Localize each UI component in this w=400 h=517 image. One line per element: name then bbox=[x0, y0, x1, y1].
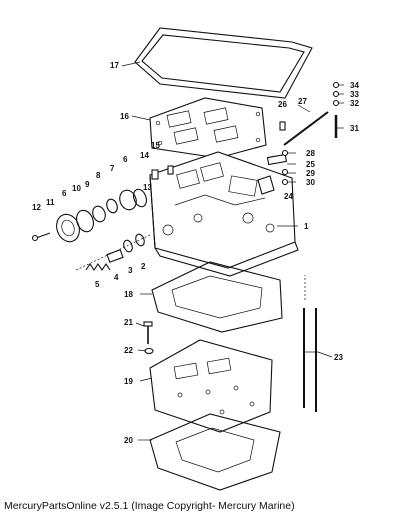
part-8-disc bbox=[106, 198, 118, 214]
callout-6b: 6 bbox=[62, 189, 67, 198]
callout-29: 29 bbox=[306, 169, 315, 178]
image-caption: MercuryPartsOnline v2.5.1 (Image Copyrig… bbox=[4, 500, 295, 512]
callout-24: 24 bbox=[284, 192, 293, 201]
part-9-ring bbox=[92, 205, 106, 223]
callout-30: 30 bbox=[306, 178, 315, 187]
callout-20: 20 bbox=[124, 436, 133, 445]
callout-25: 25 bbox=[306, 160, 315, 169]
part-11-cover bbox=[56, 213, 80, 243]
part-18-gasket bbox=[151, 261, 283, 333]
part-5-spring bbox=[85, 263, 111, 271]
callout-19: 19 bbox=[124, 377, 133, 386]
part-3-washer bbox=[123, 239, 133, 253]
part-7-cap bbox=[119, 189, 137, 211]
callout-15: 15 bbox=[151, 141, 160, 150]
part-20-gasket bbox=[149, 413, 281, 491]
part-25-link bbox=[266, 153, 288, 166]
part-4-valve bbox=[106, 249, 124, 263]
callout-4: 4 bbox=[114, 273, 119, 282]
callout-11: 11 bbox=[46, 198, 55, 207]
part-28-30-washers bbox=[281, 149, 289, 186]
callout-33: 33 bbox=[350, 90, 359, 99]
callout-12: 12 bbox=[32, 203, 41, 212]
callout-34: 34 bbox=[350, 81, 359, 90]
callout-10: 10 bbox=[72, 184, 81, 193]
callout-3: 3 bbox=[128, 266, 133, 275]
callout-32: 32 bbox=[350, 99, 359, 108]
callout-21: 21 bbox=[124, 318, 133, 327]
part-27-arm bbox=[283, 111, 329, 146]
callout-1: 1 bbox=[304, 222, 309, 231]
callout-2: 2 bbox=[141, 262, 146, 271]
callout-28: 28 bbox=[306, 149, 315, 158]
part-26-clip bbox=[279, 121, 286, 131]
part-21-bolt bbox=[143, 321, 153, 344]
callout-6: 6 bbox=[123, 155, 128, 164]
callout-8: 8 bbox=[96, 171, 101, 180]
callout-13: 13 bbox=[143, 183, 152, 192]
leader-lines bbox=[121, 61, 344, 441]
part-22-washer bbox=[144, 347, 154, 355]
part-15-plug bbox=[167, 165, 174, 175]
exploded-parts-diagram: 17 16 15 14 13 7 6 8 9 10 6 11 12 5 4 3 … bbox=[31, 27, 359, 491]
callout-31: 31 bbox=[350, 124, 359, 133]
callout-18: 18 bbox=[124, 290, 133, 299]
callout-17: 17 bbox=[110, 61, 119, 70]
callout-16: 16 bbox=[120, 112, 129, 121]
part-16-cover-plate bbox=[149, 97, 267, 159]
callout-7: 7 bbox=[110, 164, 115, 173]
part-2-ring bbox=[135, 233, 145, 247]
callout-9: 9 bbox=[85, 180, 90, 189]
part-12-screw bbox=[31, 232, 51, 242]
callout-26: 26 bbox=[278, 100, 287, 109]
callout-labels: 17 16 15 14 13 7 6 8 9 10 6 11 12 5 4 3 … bbox=[32, 61, 359, 445]
part-32-34-nuts bbox=[332, 81, 340, 107]
part-19-plate bbox=[149, 339, 273, 433]
part-14-fitting bbox=[151, 169, 159, 180]
callout-5: 5 bbox=[95, 280, 100, 289]
callout-27: 27 bbox=[298, 97, 307, 106]
part-23-rods bbox=[303, 275, 317, 412]
callout-22: 22 bbox=[124, 346, 133, 355]
part-10-gasket bbox=[76, 209, 94, 233]
part-17-seal bbox=[134, 27, 313, 99]
part-13-gasket bbox=[133, 188, 147, 208]
callout-23: 23 bbox=[334, 353, 343, 362]
part-24-bracket bbox=[257, 175, 275, 195]
callout-14: 14 bbox=[140, 151, 149, 160]
